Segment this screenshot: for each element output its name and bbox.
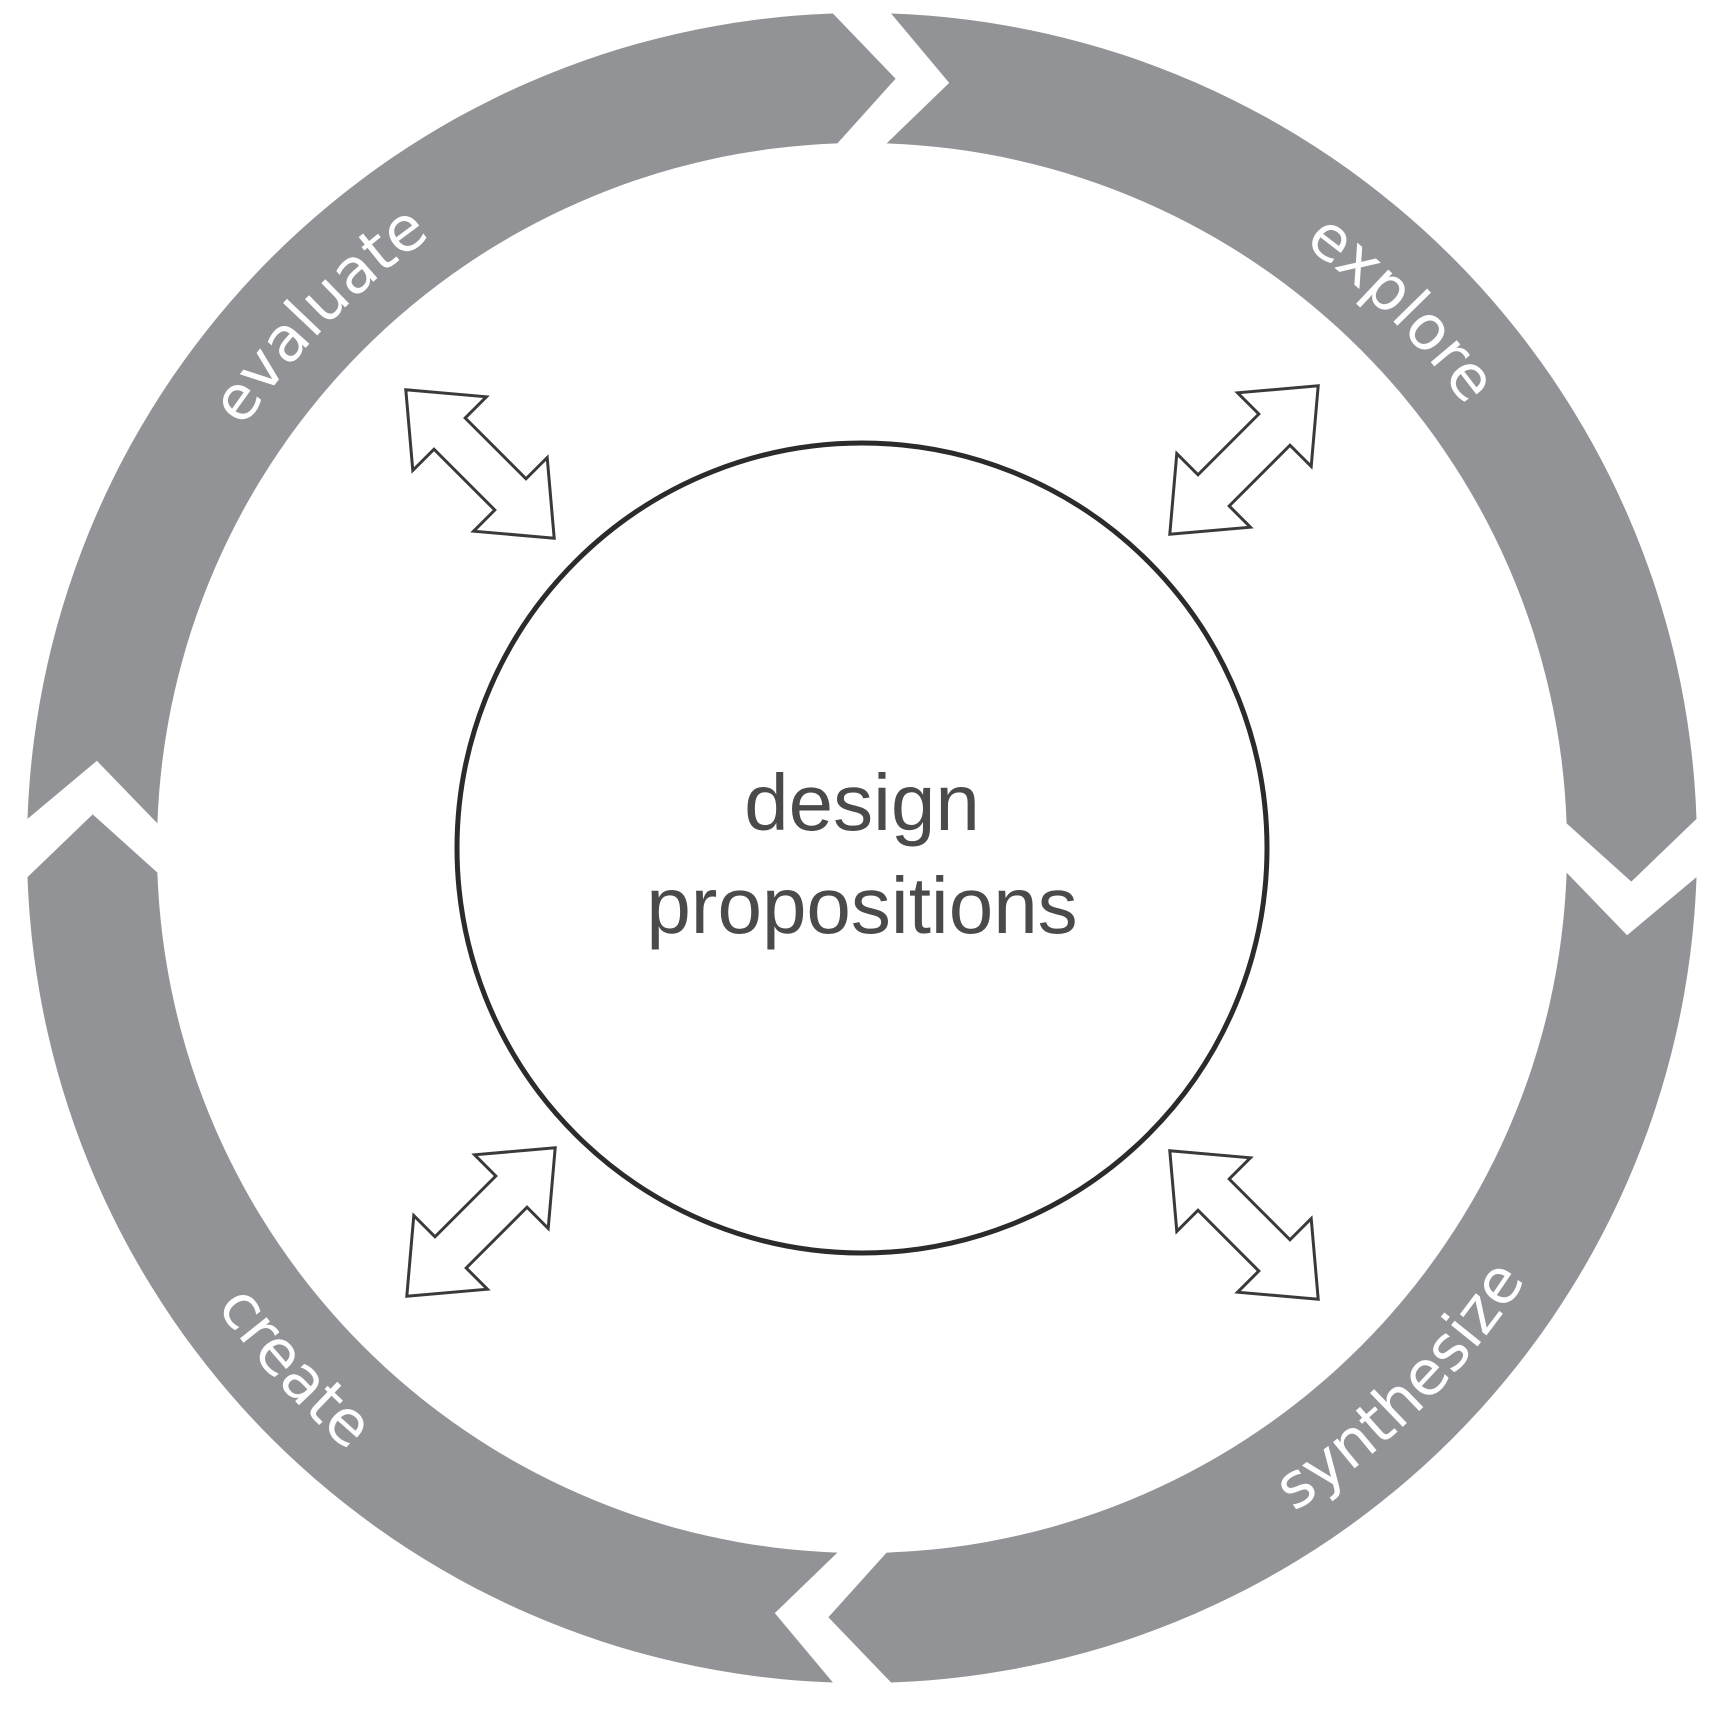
double-arrow-bottom-right [1168,1149,1320,1301]
cycle-ring [27,13,1697,1683]
cycle-segment-create [27,814,838,1683]
cycle-segment-synthesize [828,872,1697,1683]
center-circle [454,440,1270,1256]
double-arrow-bottom-left [405,1146,557,1298]
double-arrow-top-right [1168,384,1320,536]
center-label-line-1: design [744,758,980,847]
center-label-line-2: propositions [646,861,1077,950]
double-arrow-top-left [404,388,556,540]
cycle-segment-evaluate [27,13,896,824]
cycle-segment-explore [886,13,1697,882]
double-arrows [404,384,1320,1301]
